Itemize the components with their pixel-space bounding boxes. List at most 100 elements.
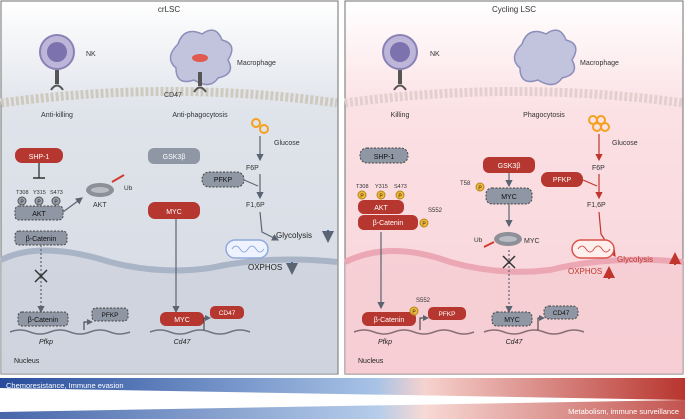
shp1-node: [15, 148, 63, 163]
nuclear-membrane: [0, 247, 338, 274]
f6p-label: F6P: [246, 165, 259, 172]
dna-strand-icon: [353, 329, 475, 335]
cd47-receptor-icon: [193, 86, 207, 93]
anti-killing-label: Anti-killing: [41, 112, 73, 119]
gsk3b-label: GSK3β: [163, 154, 186, 161]
phospho-icon: P P P: [17, 196, 61, 206]
s552-label: S552: [428, 208, 443, 214]
lower-wedge: [0, 400, 685, 419]
t308-label: T308: [356, 184, 369, 190]
b-catenin-label: β-Catenin: [26, 236, 57, 243]
svg-text:P: P: [422, 222, 426, 228]
nuc-pfkp-node: [91, 307, 129, 322]
myc-node: [148, 202, 200, 219]
glycolysis-label: Glycolysis: [617, 255, 653, 264]
f16p-label: F1,6P: [246, 202, 265, 209]
dna-strand-icon: [9, 329, 131, 335]
shp1-label: SHP-1: [29, 154, 50, 161]
phospho-icon: P P P: [357, 190, 405, 200]
t58-label: T58: [460, 181, 471, 187]
akt-label: AKT: [32, 211, 46, 218]
glucose-icon: [588, 115, 610, 132]
s473-label: S473: [50, 190, 63, 196]
gsk3b-label: GSK3β: [498, 163, 521, 170]
t308-label: T308: [16, 190, 29, 196]
nuc-myc-label: MYC: [504, 317, 520, 324]
f16p-label: F1,6P: [587, 202, 606, 209]
phospho-icon: P: [475, 182, 485, 192]
svg-text:P: P: [478, 186, 482, 192]
nuclear-membrane: [343, 248, 684, 275]
cell-membrane: [0, 87, 338, 108]
gene-pfkp-label: Pfkp: [39, 339, 53, 346]
right-panel: Cycling LSC NK Killing Macrophage Phagoc…: [343, 0, 684, 375]
upper-wedge: [0, 378, 685, 400]
nuc-b-catenin-label: β-Catenin: [374, 317, 405, 324]
nuc-myc-node: [160, 312, 204, 326]
pfkp-catalysis-line: [243, 179, 259, 187]
nk-label: NK: [430, 51, 440, 58]
gene-cd47-label: Cd47: [506, 339, 524, 346]
akt-degradation-arrow: [62, 197, 83, 213]
gene-cd47-label: Cd47: [174, 339, 192, 346]
nk-label: NK: [86, 51, 96, 58]
oxphos-label: OXPHOS: [248, 263, 282, 272]
svg-text:P: P: [20, 200, 24, 206]
right-panel-title: Cycling LSC: [492, 5, 536, 14]
gradient-band: Chemoresistance, Immune evasion Metaboli…: [0, 378, 685, 419]
receptor-icon: [398, 70, 402, 84]
nuc-pfkp-label: PFKP: [102, 312, 119, 319]
block-x-icon: [34, 269, 48, 283]
receptor-icon: [55, 70, 59, 84]
dna-strand-icon: [149, 329, 251, 335]
nk-nucleus-icon: [390, 42, 410, 62]
proteasome-icon: [494, 232, 522, 246]
dna-strand-icon: [483, 329, 585, 335]
ubiquitin-icon: [483, 241, 495, 248]
gsk3b-node: [483, 157, 535, 173]
nucleus-label: Nucleus: [14, 358, 40, 365]
b-catenin-node: [358, 215, 418, 230]
nuc-cd47-label: CD47: [553, 310, 570, 317]
shp1-label: SHP-1: [374, 154, 395, 161]
nuc-cd47-node: [210, 306, 244, 319]
macrophage-receptor-icon: [192, 54, 208, 62]
macrophage-label: Macrophage: [237, 60, 276, 67]
nuc-myc-label: MYC: [174, 317, 190, 324]
nucleus-label: Nucleus: [358, 358, 384, 365]
nuc-b-catenin-node: [17, 311, 69, 327]
myc-label: MYC: [166, 209, 182, 216]
nk-nucleus-icon: [47, 42, 67, 62]
promoter-arrow: [419, 315, 429, 330]
y315-label: Y315: [375, 184, 388, 190]
svg-text:P: P: [379, 194, 383, 200]
promoter-arrow: [537, 315, 545, 330]
ub-label: Ub: [124, 185, 133, 192]
svg-text:P: P: [398, 194, 402, 200]
block-x-icon: [502, 255, 516, 269]
pfkp-label: PFKP: [553, 177, 572, 184]
pfkp-label: PFKP: [214, 177, 233, 184]
svg-text:P: P: [37, 200, 41, 206]
shp1-node: [359, 147, 409, 164]
nuc-b-catenin-label: β-Catenin: [28, 317, 59, 324]
svg-text:P: P: [412, 310, 416, 316]
glycolysis-arrow: [259, 211, 280, 241]
svg-text:P: P: [360, 194, 364, 200]
pfkp-node: [541, 172, 583, 187]
svg-text:P: P: [54, 200, 58, 206]
pfkp-catalysis-line: [582, 179, 598, 187]
killing-label: Killing: [391, 112, 410, 119]
cd47-receptor-icon: [198, 72, 202, 86]
y315-label: Y315: [33, 190, 46, 196]
cd47-surface-label: CD47: [164, 92, 182, 99]
promoter-arrow: [83, 319, 93, 330]
mitochondrion-icon: [225, 239, 269, 259]
glucose-label: Glucose: [612, 140, 638, 147]
nuc-s552-label: S552: [416, 298, 431, 304]
anti-phagocytosis-label: Anti-phagocytosis: [172, 112, 228, 119]
akt-node: [358, 200, 404, 214]
glycolysis-label: Glycolysis: [276, 231, 312, 240]
ub-label: Ub: [474, 237, 483, 244]
